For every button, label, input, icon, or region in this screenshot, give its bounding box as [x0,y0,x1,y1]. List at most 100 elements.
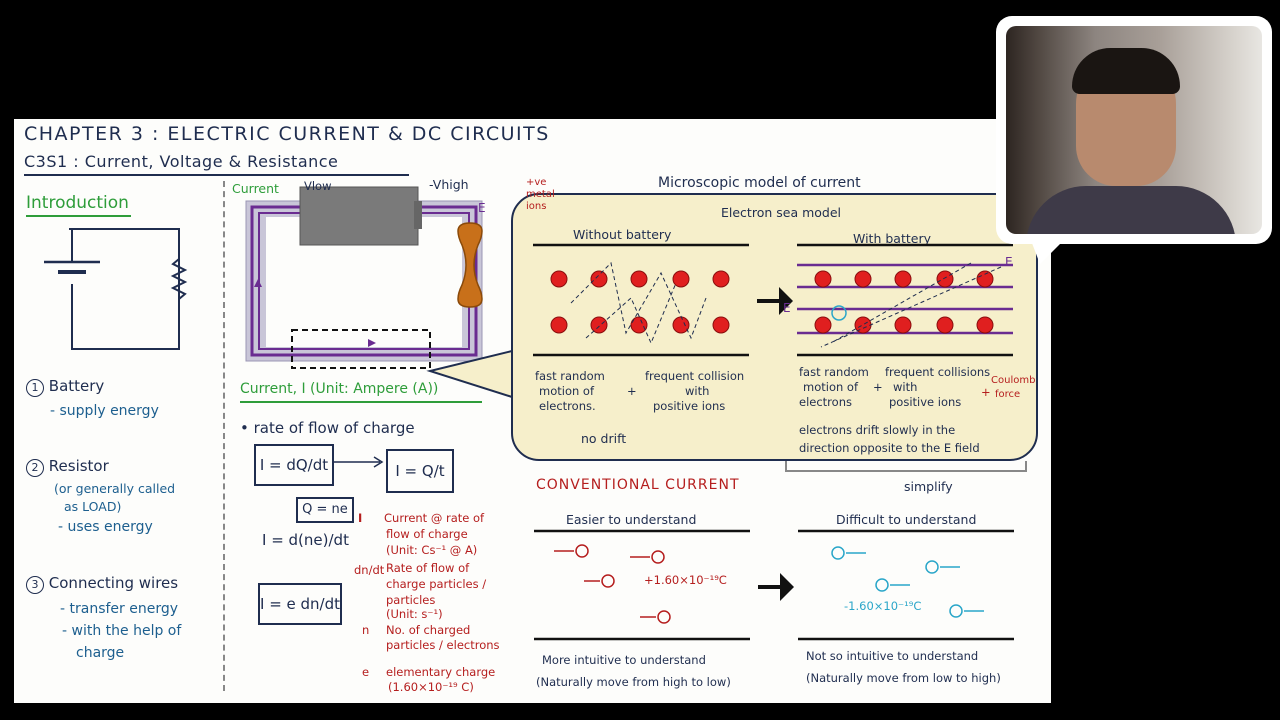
no-drift-label: no drift [581,431,627,446]
legend-symbol: I [358,511,363,525]
eq-q-ne: Q = ne [296,497,354,523]
desc-line: motion of [803,380,859,394]
intro-item-3: 3 Connecting wires [26,574,178,594]
micro-title: Microscopic model of current [658,175,861,191]
presenter-hair [1072,48,1180,94]
electron-sea-drawing [533,243,1013,357]
desc-line: fast random [535,369,605,383]
legend-text: No. of charged [386,623,471,637]
legend-text: charge particles / [386,577,487,591]
without-label: Without battery [573,227,672,242]
coulomb-label: force [995,389,1021,400]
desc-line: fast random [799,365,869,379]
plus-sign: + [873,380,883,394]
wire-diagram [245,186,483,369]
eq-q-t: I = Q/t [386,449,454,493]
legend-text: Rate of flow of [386,561,470,575]
intro-item-title: Battery [48,377,105,395]
intro-heading: Introduction [26,193,129,213]
legend-text: particles / electrons [386,638,500,652]
presenter-shirt [1026,186,1236,234]
divider [223,181,225,691]
micro-bubble: Electron sea model Without battery With … [511,193,1038,461]
desc-line: electrons [799,395,852,409]
number-circle-icon: 1 [26,379,44,397]
e-field-label: E [783,301,791,315]
intro-item-title: Connecting wires [48,574,179,592]
chapter-title: CHAPTER 3 : ELECTRIC CURRENT & DC CIRCUI… [24,123,550,145]
webcam-overlay [996,16,1272,264]
v-low-label: Vlow [304,179,332,193]
current-bullet: • rate of flow of charge [240,419,415,437]
ions-label: +ve metal ions [526,177,566,213]
legend-text: particles [386,593,436,607]
eq-e-dn-dt: I = e dn/dt [258,583,342,625]
desc-line: with [893,380,918,394]
simplify-label: simplify [904,479,953,494]
whiteboard: CHAPTER 3 : ELECTRIC CURRENT & DC CIRCUI… [14,119,1051,703]
current-heading: Current, I (Unit: Ampere (A)) [240,381,439,397]
v-high-label: -Vhigh [429,177,469,192]
intro-item-line: - uses energy [58,519,153,535]
number-circle-icon: 3 [26,576,44,594]
intro-item-line: charge [76,645,125,661]
simplify-bracket [785,461,1027,472]
desc-line: with [685,384,710,398]
plus-sign: + [627,384,637,398]
legend-text: (1.60×10⁻¹⁹ C) [388,680,474,694]
with-label: With battery [853,231,931,246]
legend-text: flow of charge [386,527,468,541]
intro-item-2: 2 Resistor [26,457,109,477]
intro-item-1: 1 Battery [26,377,104,397]
desc-line: positive ions [889,395,962,409]
intro-item-line: - with the help of [62,623,182,639]
drift-line: electrons drift slowly in the [799,423,956,437]
ions-label-line: ions [526,201,547,212]
ions-label-line: +ve [526,177,547,188]
charge-drift-drawing [534,529,1014,641]
drift-line: direction opposite to the E field [799,441,980,455]
desc-line: frequent collision [645,369,745,383]
title-underline [24,174,409,176]
arrow-icon [334,456,384,468]
desc-line: positive ions [653,399,726,413]
eq-dq-dt: I = dQ/dt [254,444,334,486]
negative-charge-value: -1.60×10⁻¹⁹C [844,599,922,613]
legend-symbol: n [362,623,370,637]
legend-text: Current @ rate of [384,511,485,525]
coulomb-label: Coulomb [991,375,1036,386]
e-field-label: E [1005,255,1013,269]
callout-tail [426,350,513,398]
intro-item-title: Resistor [48,457,109,475]
positive-charge-value: +1.60×10⁻¹⁹C [644,573,727,587]
intro-item-line: as LOAD) [64,499,122,514]
eq-dne-dt: I = d(ne)/dt [262,531,349,549]
ions-label-line: metal [526,189,555,200]
intro-item-line: - transfer energy [60,601,179,617]
current-underline [240,401,482,403]
conventional-heading: CONVENTIONAL CURRENT [536,477,740,493]
circuit-symbol [44,228,188,350]
legend-symbol: e [362,665,370,679]
presenter-video [1006,26,1262,234]
micro-subtitle: Electron sea model [721,205,842,220]
difficult-label: Difficult to understand [836,512,977,527]
legend-symbol: dn/dt [354,563,385,577]
current-diagram-label: Current [232,181,279,196]
easier-label: Easier to understand [566,512,697,527]
intro-item-line: (or generally called [54,481,176,496]
intro-underline [26,215,131,217]
legend-text: (Unit: s⁻¹) [386,607,443,621]
desc-line: electrons. [539,399,596,413]
e-field-label: E [478,201,486,215]
right-footer: (Naturally move from low to high) [806,671,1001,685]
speech-tail-icon [1030,238,1066,264]
section-title: C3S1 : Current, Voltage & Resistance [24,152,339,171]
intro-item-line: - supply energy [50,403,159,419]
legend-text: (Unit: Cs⁻¹ @ A) [386,543,478,557]
desc-line: frequent collisions [885,365,991,379]
right-footer: Not so intuitive to understand [806,649,979,663]
left-footer: More intuitive to understand [542,653,706,667]
left-footer: (Naturally move from high to low) [536,675,731,689]
legend-text: elementary charge [386,665,496,679]
